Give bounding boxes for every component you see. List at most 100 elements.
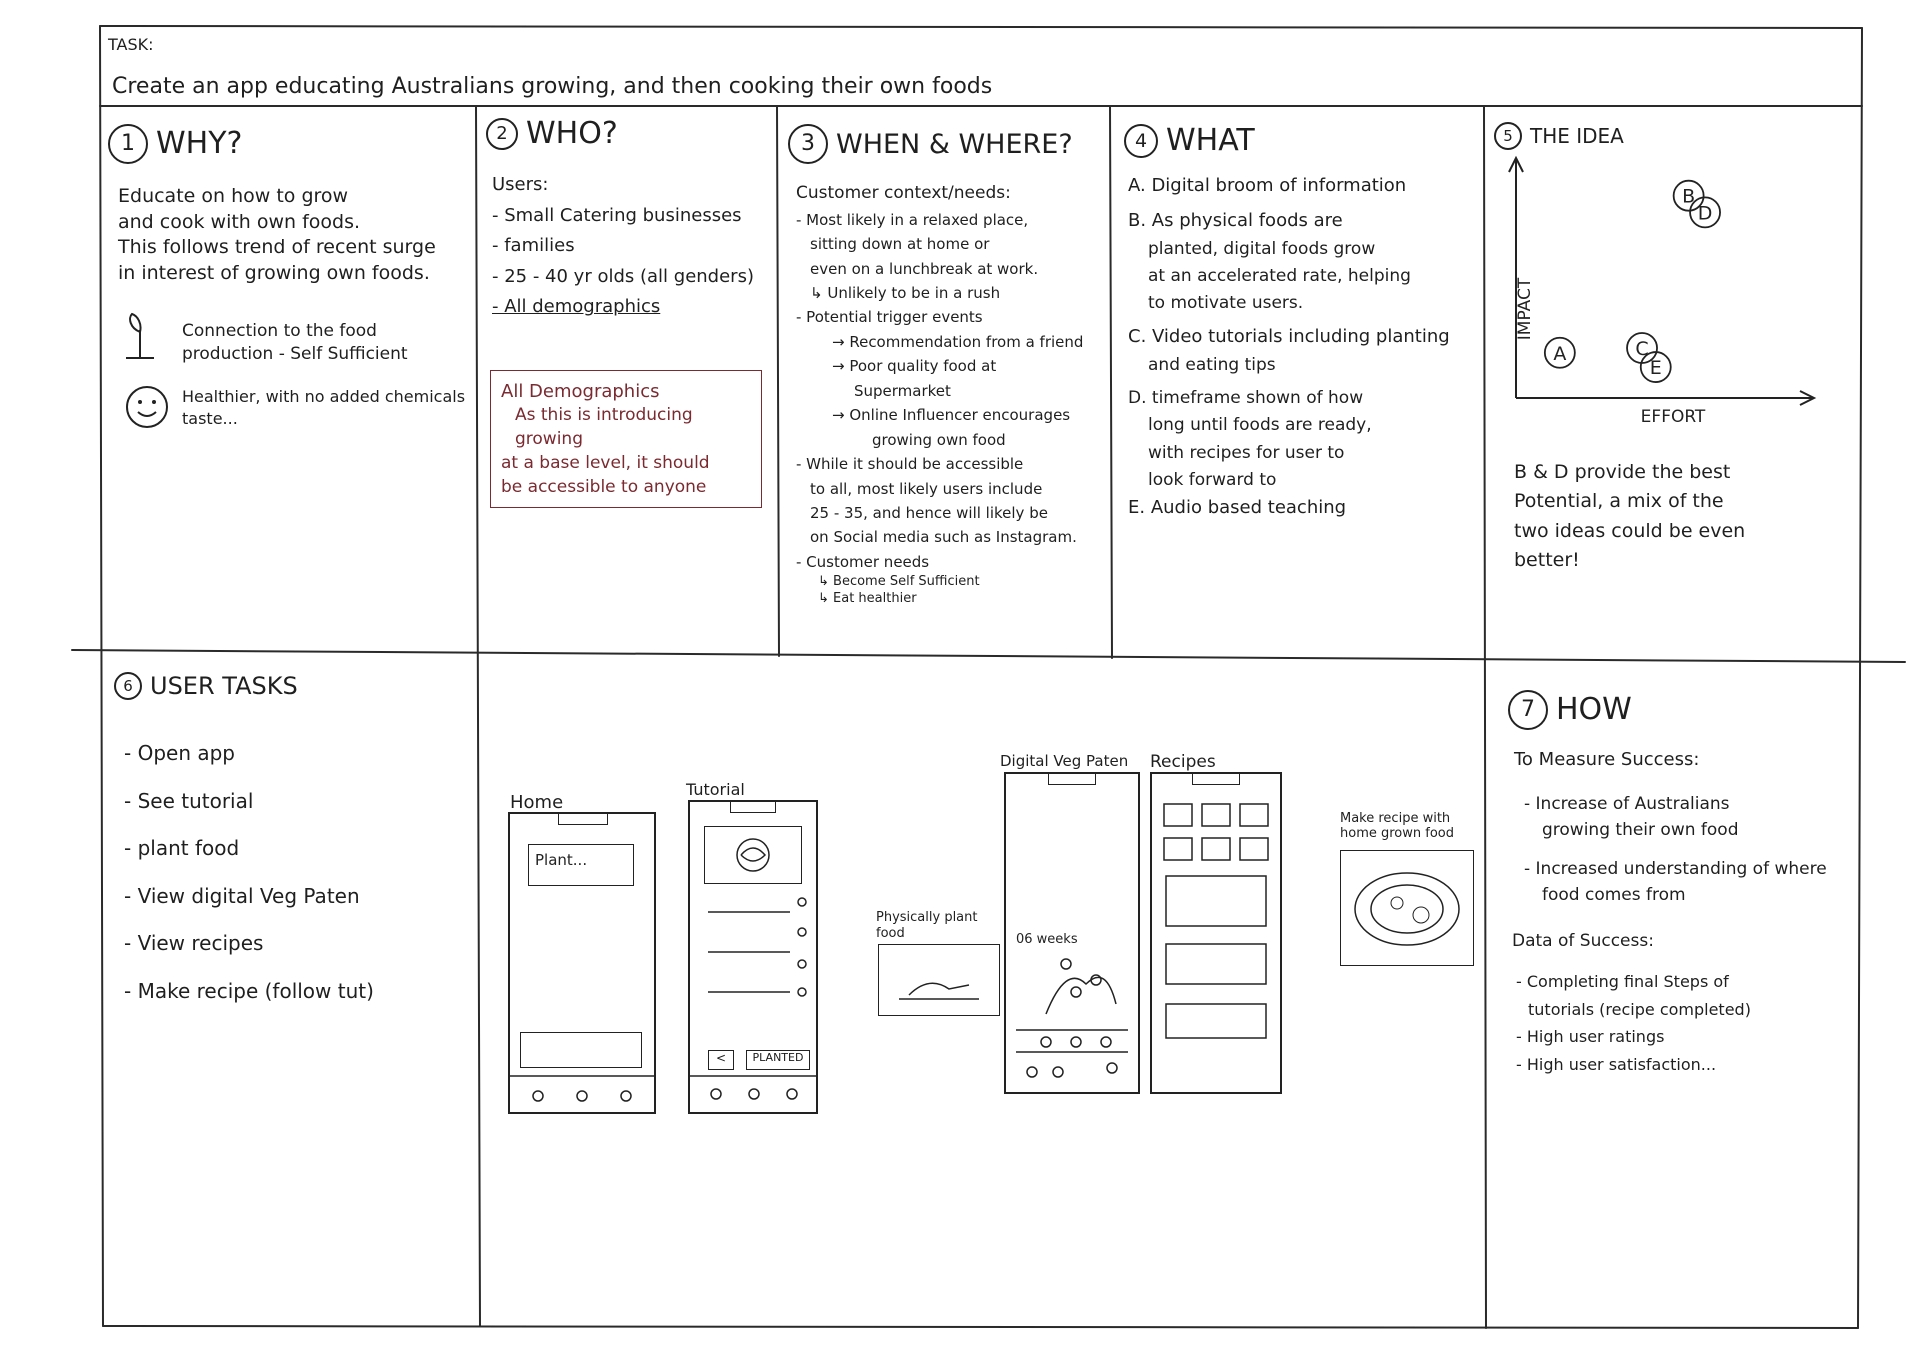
idea-point-label: A xyxy=(1553,343,1566,365)
when-line: - Customer needs xyxy=(796,552,930,571)
why-point-line: Connection to the food xyxy=(182,321,377,341)
why-title: WHY? xyxy=(156,126,243,161)
user-task-item: - View digital Veg Paten xyxy=(124,883,360,908)
how-data-line: tutorials (recipe completed) xyxy=(1528,999,1751,1019)
when-line: → Poor quality food at xyxy=(832,357,997,376)
sketch-home-card-text: Plant... xyxy=(535,851,588,869)
sketch-phone-recipes xyxy=(1150,772,1282,1094)
who-note-line: be accessible to anyone xyxy=(501,476,707,497)
when-line: → Online Influencer encourages xyxy=(832,406,1071,425)
how-heading: To Measure Success: xyxy=(1514,749,1700,770)
sketch-label-home: Home xyxy=(510,792,564,813)
x-axis-label: EFFORT xyxy=(1641,407,1706,427)
how-measures: - Increase of Australians growing their … xyxy=(1524,792,1827,908)
section-number: 5 xyxy=(1494,122,1522,150)
how-data-heading: Data of Success: xyxy=(1512,931,1654,951)
when-line: ↳ Become Self Sufficient xyxy=(818,574,980,590)
how-measure-line: - Increase of Australians xyxy=(1524,794,1730,814)
what-title: WHAT xyxy=(1166,123,1255,158)
when-line: ↳ Unlikely to be in a rush xyxy=(810,284,1001,303)
what-line: with recipes for user to xyxy=(1148,442,1345,463)
user-task-item: - Open app xyxy=(124,741,235,765)
smiley-icon xyxy=(126,386,168,428)
why-point-connection: Connection to the food production - Self… xyxy=(182,320,408,366)
how-data-line: - Completing final Steps of xyxy=(1516,972,1729,991)
why-point-line: Healthier, with no added chemicals xyxy=(182,387,466,406)
why-point-line: taste... xyxy=(182,408,238,428)
y-axis-arrow-icon xyxy=(1508,155,1524,173)
who-title: WHO? xyxy=(526,116,618,151)
idea-point-label: B xyxy=(1682,186,1695,208)
what-line: look forward to xyxy=(1148,469,1277,490)
why-header: 1 WHY? xyxy=(108,124,242,164)
how-measure-line: growing their own food xyxy=(1542,819,1739,840)
when-line: - Most likely in a relaxed place, xyxy=(796,210,1029,229)
cabbage-icon xyxy=(736,838,770,872)
what-line: long until foods are ready, xyxy=(1148,415,1372,436)
what-line: and eating tips xyxy=(1148,354,1276,375)
how-data: - Completing final Steps of tutorials (r… xyxy=(1516,968,1751,1078)
idea-title: THE IDEA xyxy=(1530,124,1624,148)
section-number: 4 xyxy=(1124,124,1158,158)
idea-conclusion: B & D provide the best Potential, a mix … xyxy=(1514,458,1745,576)
who-line: - Small Catering businesses xyxy=(492,204,742,226)
idea-point-a xyxy=(1543,336,1576,369)
section-number: 1 xyxy=(108,124,148,164)
what-line: at an accelerated rate, helping xyxy=(1148,265,1411,286)
who-body: Users: - Small Catering businesses - fam… xyxy=(492,170,754,323)
what-line: C. Video tutorials including planting xyxy=(1128,326,1450,348)
planting-icon xyxy=(899,982,979,1000)
who-line: - 25 - 40 yr olds (all genders) xyxy=(492,265,754,287)
who-note-line: As this is introducing growing xyxy=(515,405,693,449)
when-where-body: Customer context/needs: - Most likely in… xyxy=(796,180,1083,608)
why-point-line: production - Self Sufficient xyxy=(182,343,408,364)
what-body: A. Digital broom of information B. As ph… xyxy=(1128,172,1450,523)
what-header: 4 WHAT xyxy=(1124,124,1255,158)
idea-conclusion-line: two ideas could be even xyxy=(1514,519,1746,542)
what-line: planted, digital foods grow xyxy=(1148,238,1376,259)
who-header: 2 WHO? xyxy=(486,118,618,150)
user-task-item: - View recipes xyxy=(124,931,264,956)
how-data-line: - High user ratings xyxy=(1516,1027,1665,1047)
sketch-phone-tutorial: < PLANTED xyxy=(688,800,818,1114)
user-task-item: - plant food xyxy=(124,836,240,861)
idea-point-label: C xyxy=(1635,338,1648,360)
sketch-make-recipe-photo xyxy=(1340,850,1474,966)
how-measure-line: - Increased understanding of where xyxy=(1524,859,1827,879)
idea-conclusion-line: Potential, a mix of the xyxy=(1514,490,1724,513)
sketch-label-veg-patch: Digital Veg Paten xyxy=(1000,752,1129,770)
section-number: 6 xyxy=(114,672,142,700)
idea-point-d xyxy=(1689,196,1721,229)
why-point-healthier: Healthier, with no added chemicals taste… xyxy=(182,386,465,429)
y-axis-label: IMPACT xyxy=(1515,277,1535,340)
when-line: Supermarket xyxy=(854,381,951,400)
user-tasks-header: 6 USER TASKS xyxy=(114,672,298,700)
how-title: HOW xyxy=(1556,692,1632,727)
task-text: Create an app educating Australians grow… xyxy=(112,74,993,99)
why-line: in interest of growing own foods. xyxy=(118,261,430,284)
why-line: Educate on how to grow xyxy=(118,185,349,207)
when-line: → Recommendation from a friend xyxy=(832,332,1084,351)
what-line: B. As physical foods are xyxy=(1128,209,1343,231)
idea-point-b xyxy=(1672,179,1705,212)
when-line: Customer context/needs: xyxy=(796,183,1011,203)
when-where-title: WHEN & WHERE? xyxy=(836,128,1073,160)
idea-point-e xyxy=(1639,351,1672,383)
user-tasks-title: USER TASKS xyxy=(150,672,298,700)
sketch-phone-veg-patch: 06 weeks xyxy=(1004,772,1140,1094)
dish-icon xyxy=(1354,872,1460,946)
what-line: to motivate users. xyxy=(1148,292,1304,313)
who-line: - families xyxy=(492,235,575,257)
who-line: Users: xyxy=(492,174,549,195)
sketch-label-tutorial: Tutorial xyxy=(686,780,745,799)
when-line: 25 - 35, and hence will likely be xyxy=(810,503,1048,522)
when-line: - Potential trigger events xyxy=(796,308,983,327)
sketch-planted-button: PLANTED xyxy=(746,1050,810,1070)
how-measure-line: food comes from xyxy=(1542,884,1686,905)
who-line: - All demographics xyxy=(492,296,661,318)
section-number: 3 xyxy=(788,124,828,164)
sketch-physical-photo xyxy=(878,944,1000,1016)
sketch-label-physical: Physically plant food xyxy=(876,910,978,941)
